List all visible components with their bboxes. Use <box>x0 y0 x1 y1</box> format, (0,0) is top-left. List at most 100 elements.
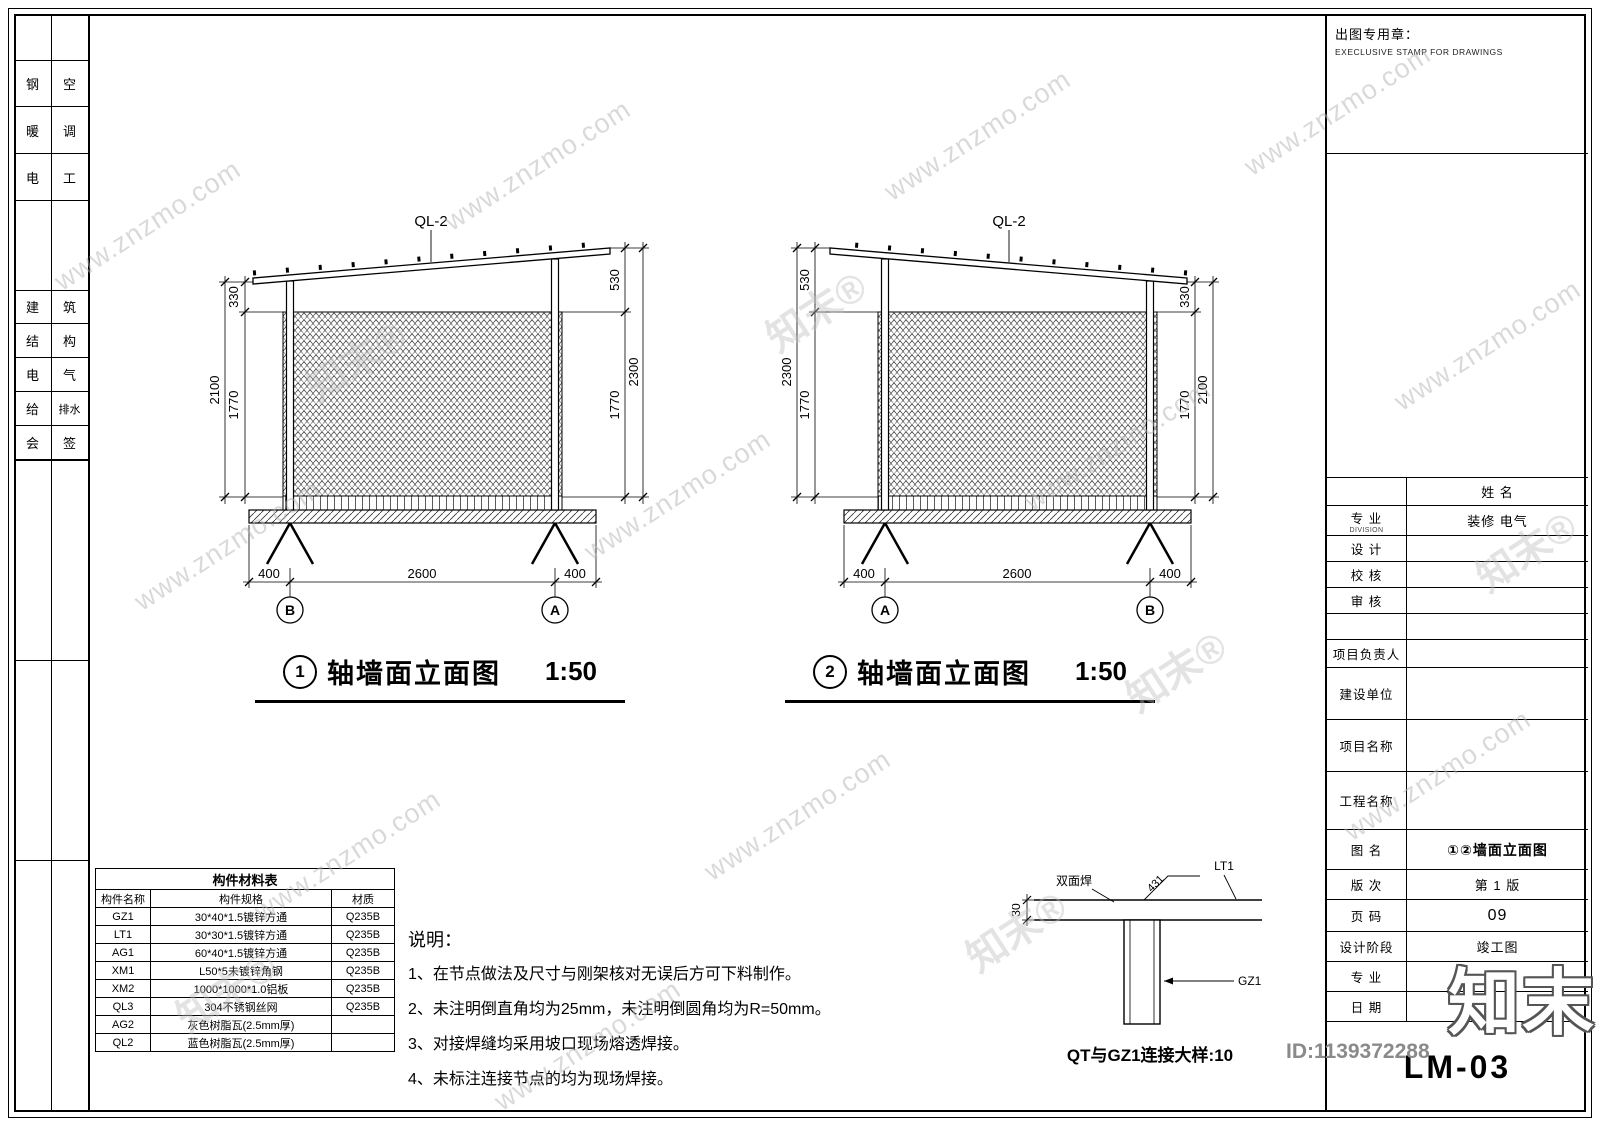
tb-label: 版 次 <box>1327 870 1407 899</box>
sign-cell: 气 <box>51 358 88 392</box>
cell: 304不锈钢丝网 <box>150 997 332 1016</box>
connection-detail: 30 双面焊 431 LT1 GZ1 QT与GZ1连接大样:10 <box>1009 852 1288 1066</box>
weld-leader <box>1143 875 1200 901</box>
sign-cell: 筑 <box>51 290 88 324</box>
dim-right-inner: 1770 <box>1177 391 1192 420</box>
support-legs <box>265 522 580 565</box>
dim-left-inner: 1770 <box>797 391 812 420</box>
cell: Q235B <box>331 979 395 998</box>
cell: XM1 <box>95 961 151 980</box>
sign-cell: 会 <box>14 426 51 460</box>
tb-label: 图 名 <box>1327 830 1407 869</box>
tb-row-project-name: 项目名称 <box>1327 719 1588 771</box>
drawing-number: LM-03 <box>1327 1021 1588 1112</box>
tb-row-approver: 审 核 <box>1327 587 1588 613</box>
post-left <box>285 280 295 511</box>
cell: 30*40*1.5镀锌方通 <box>150 907 332 926</box>
tb-label: 专 业 DIVISION <box>1327 506 1407 535</box>
tb-label: 校 核 <box>1327 562 1407 587</box>
elevation-2-drawing: QL-2 530 1770 2300 330 1770 2100 400 260… <box>779 213 1219 624</box>
title-block: 出图专用章： EXECLUSIVE STAMP FOR DRAWINGS 姓 名… <box>1325 14 1588 1112</box>
tb-value <box>1407 614 1588 639</box>
material-table-title: 构件材料表 <box>95 868 395 890</box>
cell: 30*30*1.5镀锌方通 <box>150 925 332 944</box>
roof-purlins <box>829 240 1188 276</box>
cell <box>331 1033 395 1052</box>
column-inner-lines <box>1129 920 1155 1024</box>
dim-left-inner: 1770 <box>226 391 241 420</box>
dim-right-top: 330 <box>1177 286 1192 308</box>
table-row: XM2 1000*1000*1.0铝板 Q235B <box>95 979 395 998</box>
connection-detail-drawing: 30 双面焊 431 LT1 GZ1 <box>1009 859 1262 1025</box>
dim-ticks <box>1022 895 1032 925</box>
dim-bottom-3: 400 <box>564 566 586 581</box>
material-table-header: 构件规格 <box>150 889 332 908</box>
strip-rule <box>14 660 88 661</box>
tb-label: 日 期 <box>1327 992 1407 1021</box>
sign-cell: 结 <box>14 324 51 358</box>
main-border <box>14 14 1586 1112</box>
grid-bubble-right <box>1136 596 1164 624</box>
stamp-box: 出图专用章： EXECLUSIVE STAMP FOR DRAWINGS <box>1327 14 1588 154</box>
cell: AG1 <box>95 943 151 962</box>
tb-value <box>1407 668 1588 719</box>
stamp-label: 出图专用章： <box>1335 27 1420 42</box>
tb-row-name-header: 姓 名 <box>1327 477 1588 505</box>
dim-right-outer: 2100 <box>1195 376 1210 405</box>
ground-slab <box>843 509 1192 524</box>
dim-left-top: 330 <box>226 286 241 308</box>
tb-value <box>1407 720 1588 771</box>
tb-value: 姓 名 <box>1481 485 1514 500</box>
tile-wall <box>877 311 1158 497</box>
cell: LT1 <box>95 925 151 944</box>
dim-right-inner: 1770 <box>607 391 622 420</box>
ground-slab <box>248 509 597 524</box>
weld-symbol: 431 <box>1145 873 1166 894</box>
lt1-label: LT1 <box>1214 859 1234 873</box>
dim-right-top: 530 <box>607 269 622 291</box>
elevation-2-number: 2 <box>812 654 847 689</box>
grid-bubble-left <box>276 596 304 624</box>
note-item: 2、未注明倒直角均为25mm，未注明倒圆角均为R=50mm。 <box>408 1001 831 1018</box>
dim-lines <box>791 242 1219 597</box>
notes: 说明： 1、在节点做法及尺寸与刚架核对无误后方可下料制作。 2、未注明倒直角均为… <box>408 926 1008 1100</box>
cell: 蓝色树脂瓦(2.5mm厚) <box>150 1033 332 1052</box>
tb-value: 第 1 版 <box>1474 878 1521 893</box>
tb-value: 竣工图 <box>1476 940 1519 955</box>
cell: QL2 <box>95 1033 151 1052</box>
cell: XM2 <box>95 979 151 998</box>
tb-value: 装修 电气 <box>1467 514 1528 529</box>
note-item: 4、未标注连接节点的均为现场焊接。 <box>408 1071 673 1088</box>
grid-bubble-right-label: A <box>550 602 560 618</box>
elevation-1-title-text: 轴墙面立面图 <box>326 659 501 689</box>
table-row: LT1 30*30*1.5镀锌方通 Q235B <box>95 925 395 944</box>
elevation-2-title-text: 轴墙面立面图 <box>856 659 1031 689</box>
tb-row-date: 日 期 <box>1327 991 1588 1021</box>
cell: Q235B <box>331 907 395 926</box>
strip-rule <box>14 860 88 861</box>
dim-bottom-3: 400 <box>1159 566 1181 581</box>
sign-cell: 工 <box>51 154 88 201</box>
tb-label: 审 核 <box>1327 588 1407 613</box>
tb-label: 工程名称 <box>1327 772 1407 829</box>
material-table-header: 构件名称 <box>95 889 151 908</box>
sign-cell: 构 <box>51 324 88 358</box>
tb-value <box>1407 588 1588 613</box>
grid-bubble-left-label: A <box>880 602 890 618</box>
elevation-2-title: 2 轴墙面立面图 1:50 <box>785 652 1155 703</box>
elevation-1-number: 1 <box>282 654 317 689</box>
tb-value <box>1407 962 1588 991</box>
dim-left-outer: 2300 <box>779 358 794 387</box>
cell: 1000*1000*1.0铝板 <box>150 979 332 998</box>
post-right <box>550 258 560 511</box>
cell: Q235B <box>331 925 395 944</box>
sign-group-1: 钢 空 暖 调 电 工 <box>14 60 88 201</box>
tb-value <box>1407 536 1588 561</box>
cell: QL3 <box>95 997 151 1016</box>
tb-label: 页 码 <box>1327 900 1407 931</box>
strip-divider <box>51 14 52 1112</box>
tb-label: 设计阶段 <box>1327 932 1407 961</box>
tb-row-design-stage: 设计阶段 竣工图 <box>1327 931 1588 961</box>
dim-lines <box>219 242 649 597</box>
